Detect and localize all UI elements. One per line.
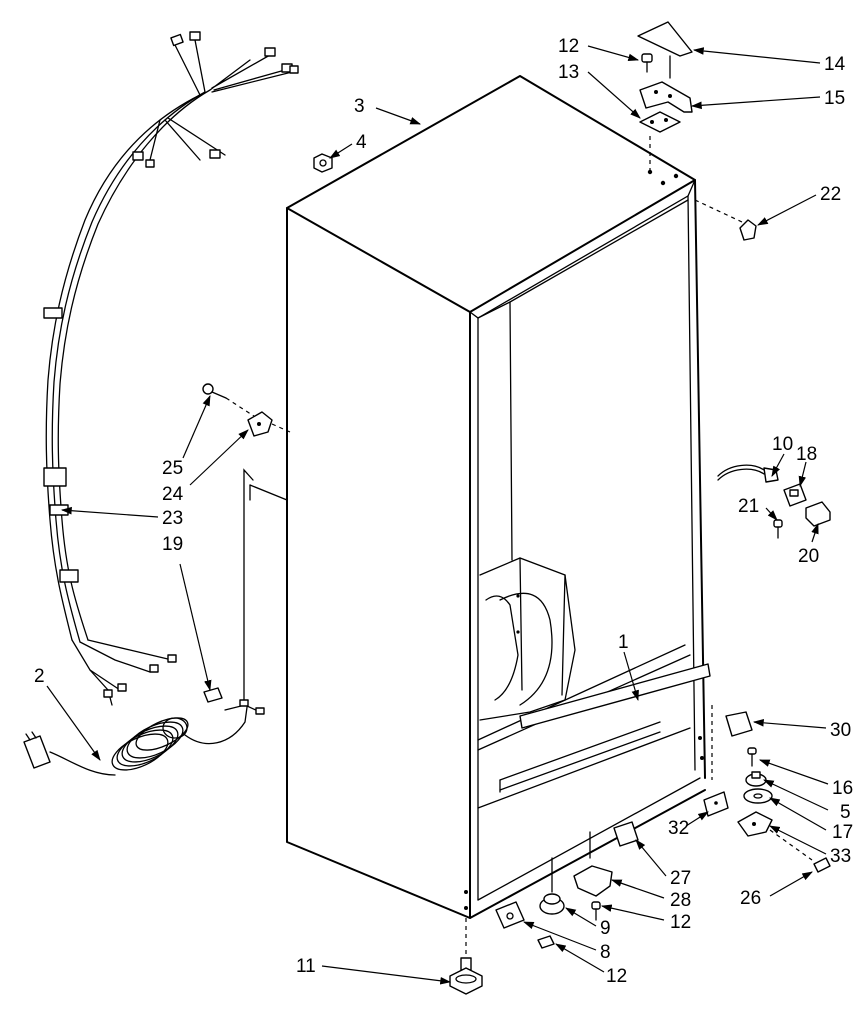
roller-bracket — [573, 865, 613, 897]
callout-4: 4 — [356, 132, 367, 153]
hinge-pin-screw — [747, 747, 757, 767]
callout-28: 28 — [670, 890, 691, 911]
callout-27: 27 — [670, 868, 691, 889]
hinge-shim-plate — [703, 791, 729, 817]
hinge-shim — [639, 111, 681, 133]
callout-25: 25 — [162, 458, 183, 479]
callout-1: 1 — [618, 632, 629, 653]
callout-9: 9 — [600, 918, 611, 939]
bottom-hinge-cover — [711, 705, 753, 780]
callout-22: 22 — [820, 184, 841, 205]
hole-plug — [739, 219, 757, 241]
hinge-screw — [813, 857, 831, 873]
callout-17: 17 — [832, 822, 853, 843]
leader-arrows — [46, 45, 829, 985]
callout-labels: 3 4 12 13 14 15 22 25 24 23 19 2 1 10 18… — [34, 36, 853, 987]
bracket-screw — [591, 901, 601, 921]
screw-top-hinge — [641, 53, 653, 73]
callout-8: 8 — [600, 942, 611, 963]
callout-18: 18 — [796, 444, 817, 465]
breaker-strip — [519, 663, 711, 729]
callout-23: 23 — [162, 508, 183, 529]
callout-13: 13 — [558, 62, 579, 83]
callout-15: 15 — [824, 88, 845, 109]
cabinet-shell — [249, 75, 706, 919]
light-switch — [805, 501, 831, 527]
mounting-screw — [202, 383, 261, 421]
callout-5: 5 — [840, 802, 851, 823]
plug-button — [313, 153, 333, 173]
callout-26: 26 — [740, 888, 761, 909]
callout-10: 10 — [772, 434, 793, 455]
hinge-cover — [637, 21, 693, 79]
callout-24: 24 — [162, 484, 184, 505]
callout-2: 2 — [34, 666, 45, 687]
top-hinge-holes — [647, 136, 743, 223]
wire-harness — [43, 31, 299, 706]
leveling-leg — [449, 918, 483, 995]
top-hinge — [639, 81, 693, 113]
light-socket — [783, 483, 807, 507]
callout-21: 21 — [738, 496, 759, 517]
callout-30: 30 — [830, 720, 851, 741]
wire-connector — [203, 687, 223, 703]
hinge-washer — [743, 788, 773, 804]
leveler-screw — [537, 935, 555, 949]
callout-33: 33 — [830, 846, 851, 867]
cabinet-lead-wire — [243, 468, 254, 701]
callout-12-bottom: 12 — [606, 966, 627, 987]
light-wire-lead — [717, 464, 779, 483]
leveler-bracket — [495, 901, 525, 929]
socket-screw — [773, 519, 783, 539]
callout-12-mid: 12 — [670, 912, 691, 933]
cord-bracket — [247, 411, 291, 437]
callout-11: 11 — [296, 956, 316, 977]
bottom-hinge — [737, 811, 813, 861]
front-roller — [539, 857, 565, 915]
hinge-bushing — [745, 771, 767, 787]
callout-16: 16 — [832, 778, 853, 799]
power-cord — [23, 699, 265, 776]
callout-20: 20 — [798, 546, 819, 567]
cabinet-interior — [464, 557, 704, 910]
callout-14: 14 — [824, 54, 846, 75]
callout-32: 32 — [668, 818, 689, 839]
callout-3: 3 — [354, 96, 365, 117]
callout-12-top: 12 — [558, 36, 579, 57]
callout-19: 19 — [162, 534, 183, 555]
